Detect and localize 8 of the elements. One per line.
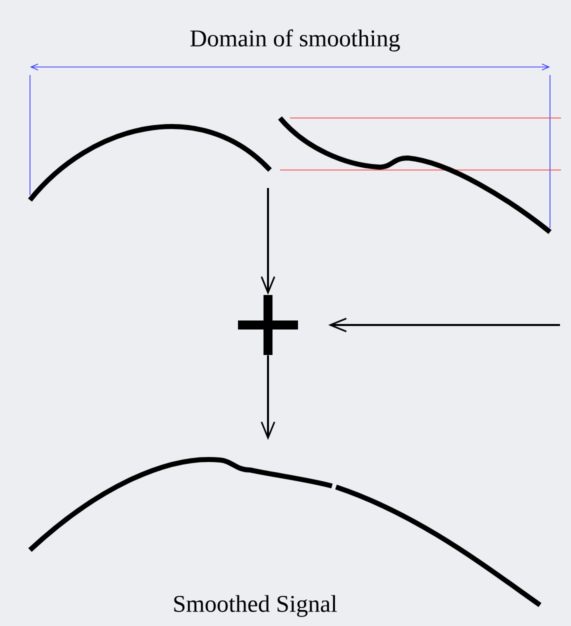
arrow [260,188,276,295]
dimension-label: Domain of smoothing [190,29,400,52]
arrow [260,355,276,440]
signal-curve-drawing [28,124,272,202]
smoothed-signal-drawing: Smoothed Signal [28,457,542,617]
plus-sign-drawing [238,295,298,355]
arrow [328,318,560,332]
signal-curve-drawing [278,116,552,234]
